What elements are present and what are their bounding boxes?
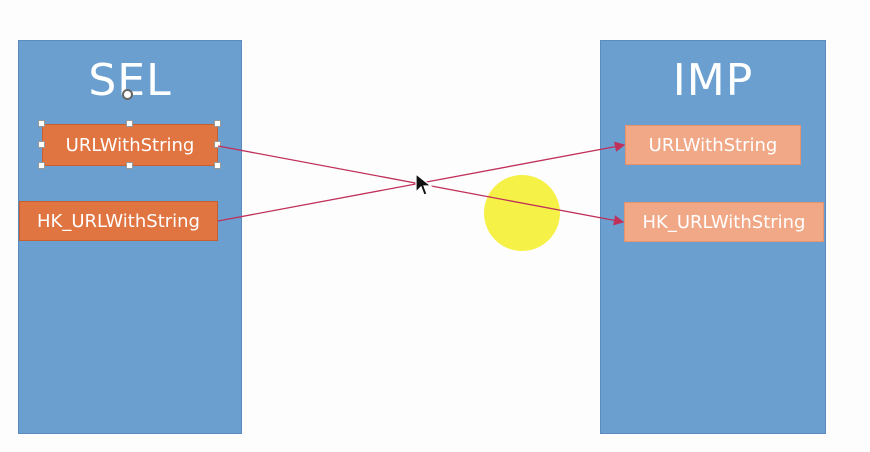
rotate-handle-icon[interactable] — [122, 89, 133, 100]
selection-handle-tl[interactable] — [38, 120, 45, 127]
selection-handle-bc[interactable] — [126, 162, 133, 169]
selection-handle-ml[interactable] — [38, 141, 45, 148]
selection-handle-mr[interactable] — [214, 141, 221, 148]
selection-handle-tr[interactable] — [214, 120, 221, 127]
arrow-cursor-icon — [415, 172, 433, 196]
imp-method-urlwithstring[interactable]: URLWithString — [625, 125, 801, 165]
selection-handle-tc[interactable] — [126, 120, 133, 127]
cursor-highlight — [484, 175, 560, 251]
sel-method-hk-urlwithstring[interactable]: HK_URLWithString — [19, 201, 218, 241]
selection-handle-bl[interactable] — [38, 162, 45, 169]
sel-method-urlwithstring[interactable]: URLWithString — [42, 124, 218, 166]
selection-handle-br[interactable] — [214, 162, 221, 169]
imp-title: IMP — [672, 55, 754, 106]
imp-method-hk-urlwithstring[interactable]: HK_URLWithString — [624, 202, 824, 242]
